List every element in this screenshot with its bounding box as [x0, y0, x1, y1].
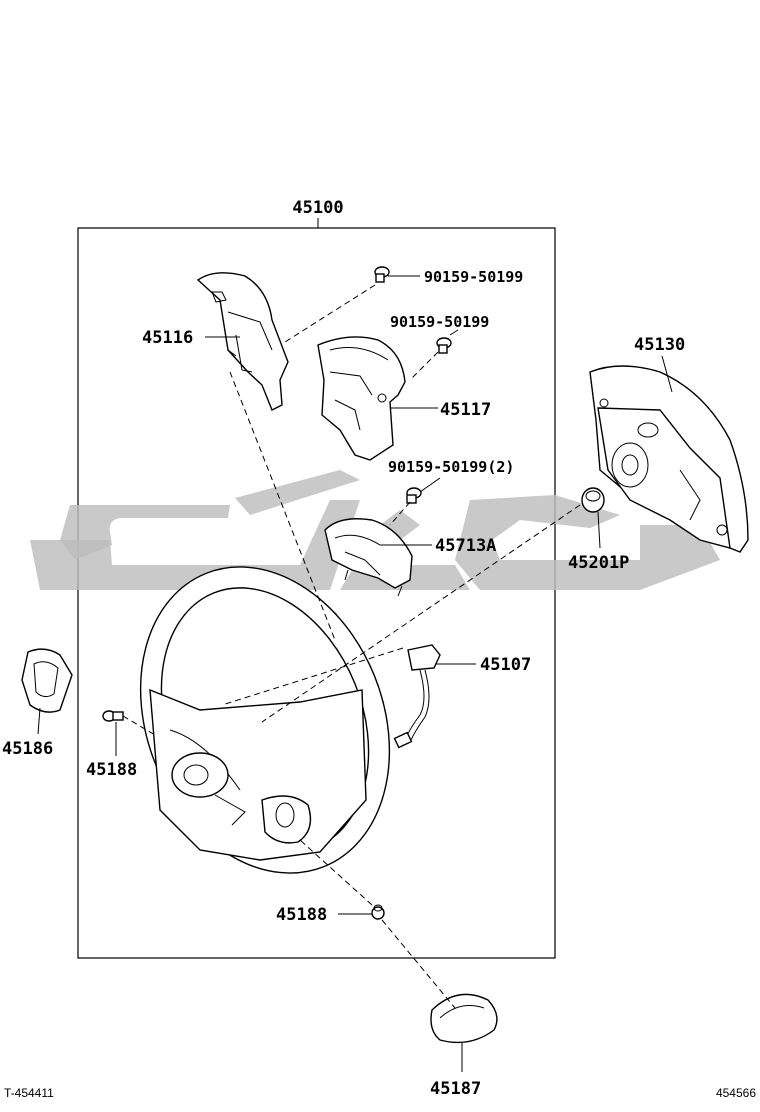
label-bolt-mid: 90159-50199 — [390, 313, 489, 331]
label-45201p: 45201P — [568, 553, 629, 573]
part-45186[interactable] — [21, 648, 73, 713]
assembly-lines — [122, 284, 581, 1009]
part-45117-cover[interactable] — [317, 336, 406, 461]
footer-left-code: T-454411 — [4, 1086, 54, 1100]
label-45107: 45107 — [480, 655, 531, 675]
label-45188-left: 45188 — [86, 760, 137, 780]
label-45100: 45100 — [292, 198, 343, 218]
label-45116: 45116 — [142, 328, 193, 348]
label-45117: 45117 — [440, 400, 491, 420]
screw-45188-left[interactable] — [102, 710, 124, 722]
part-45130-airbag[interactable] — [589, 365, 749, 553]
leader-lines — [37, 275, 673, 1072]
screw-45188-bottom[interactable] — [371, 904, 385, 920]
bolt-upper[interactable] — [374, 266, 390, 283]
part-45107-harness[interactable] — [393, 644, 441, 749]
part-45187-cap[interactable] — [430, 993, 498, 1044]
label-45130: 45130 — [634, 335, 685, 355]
assembly-frame — [77, 218, 556, 959]
label-bolt-lower: 90159-50199(2) — [388, 458, 514, 476]
bolt-mid[interactable] — [436, 337, 452, 354]
part-45116-cover[interactable] — [196, 272, 289, 411]
part-labels: 45100 90159-50199 45116 90159-50199 4511… — [2, 198, 685, 1099]
label-bolt-upper: 90159-50199 — [424, 268, 523, 286]
label-45713a: 45713A — [435, 536, 496, 556]
footer: T-454411 454566 — [4, 1086, 756, 1100]
part-45713a-switch[interactable] — [324, 518, 413, 597]
label-45188-bottom: 45188 — [276, 905, 327, 925]
bolt-lower[interactable] — [406, 487, 422, 504]
label-45186: 45186 — [2, 739, 53, 759]
footer-right-code: 454566 — [716, 1086, 756, 1100]
label-45187: 45187 — [430, 1079, 481, 1099]
part-45201p[interactable] — [581, 487, 605, 513]
